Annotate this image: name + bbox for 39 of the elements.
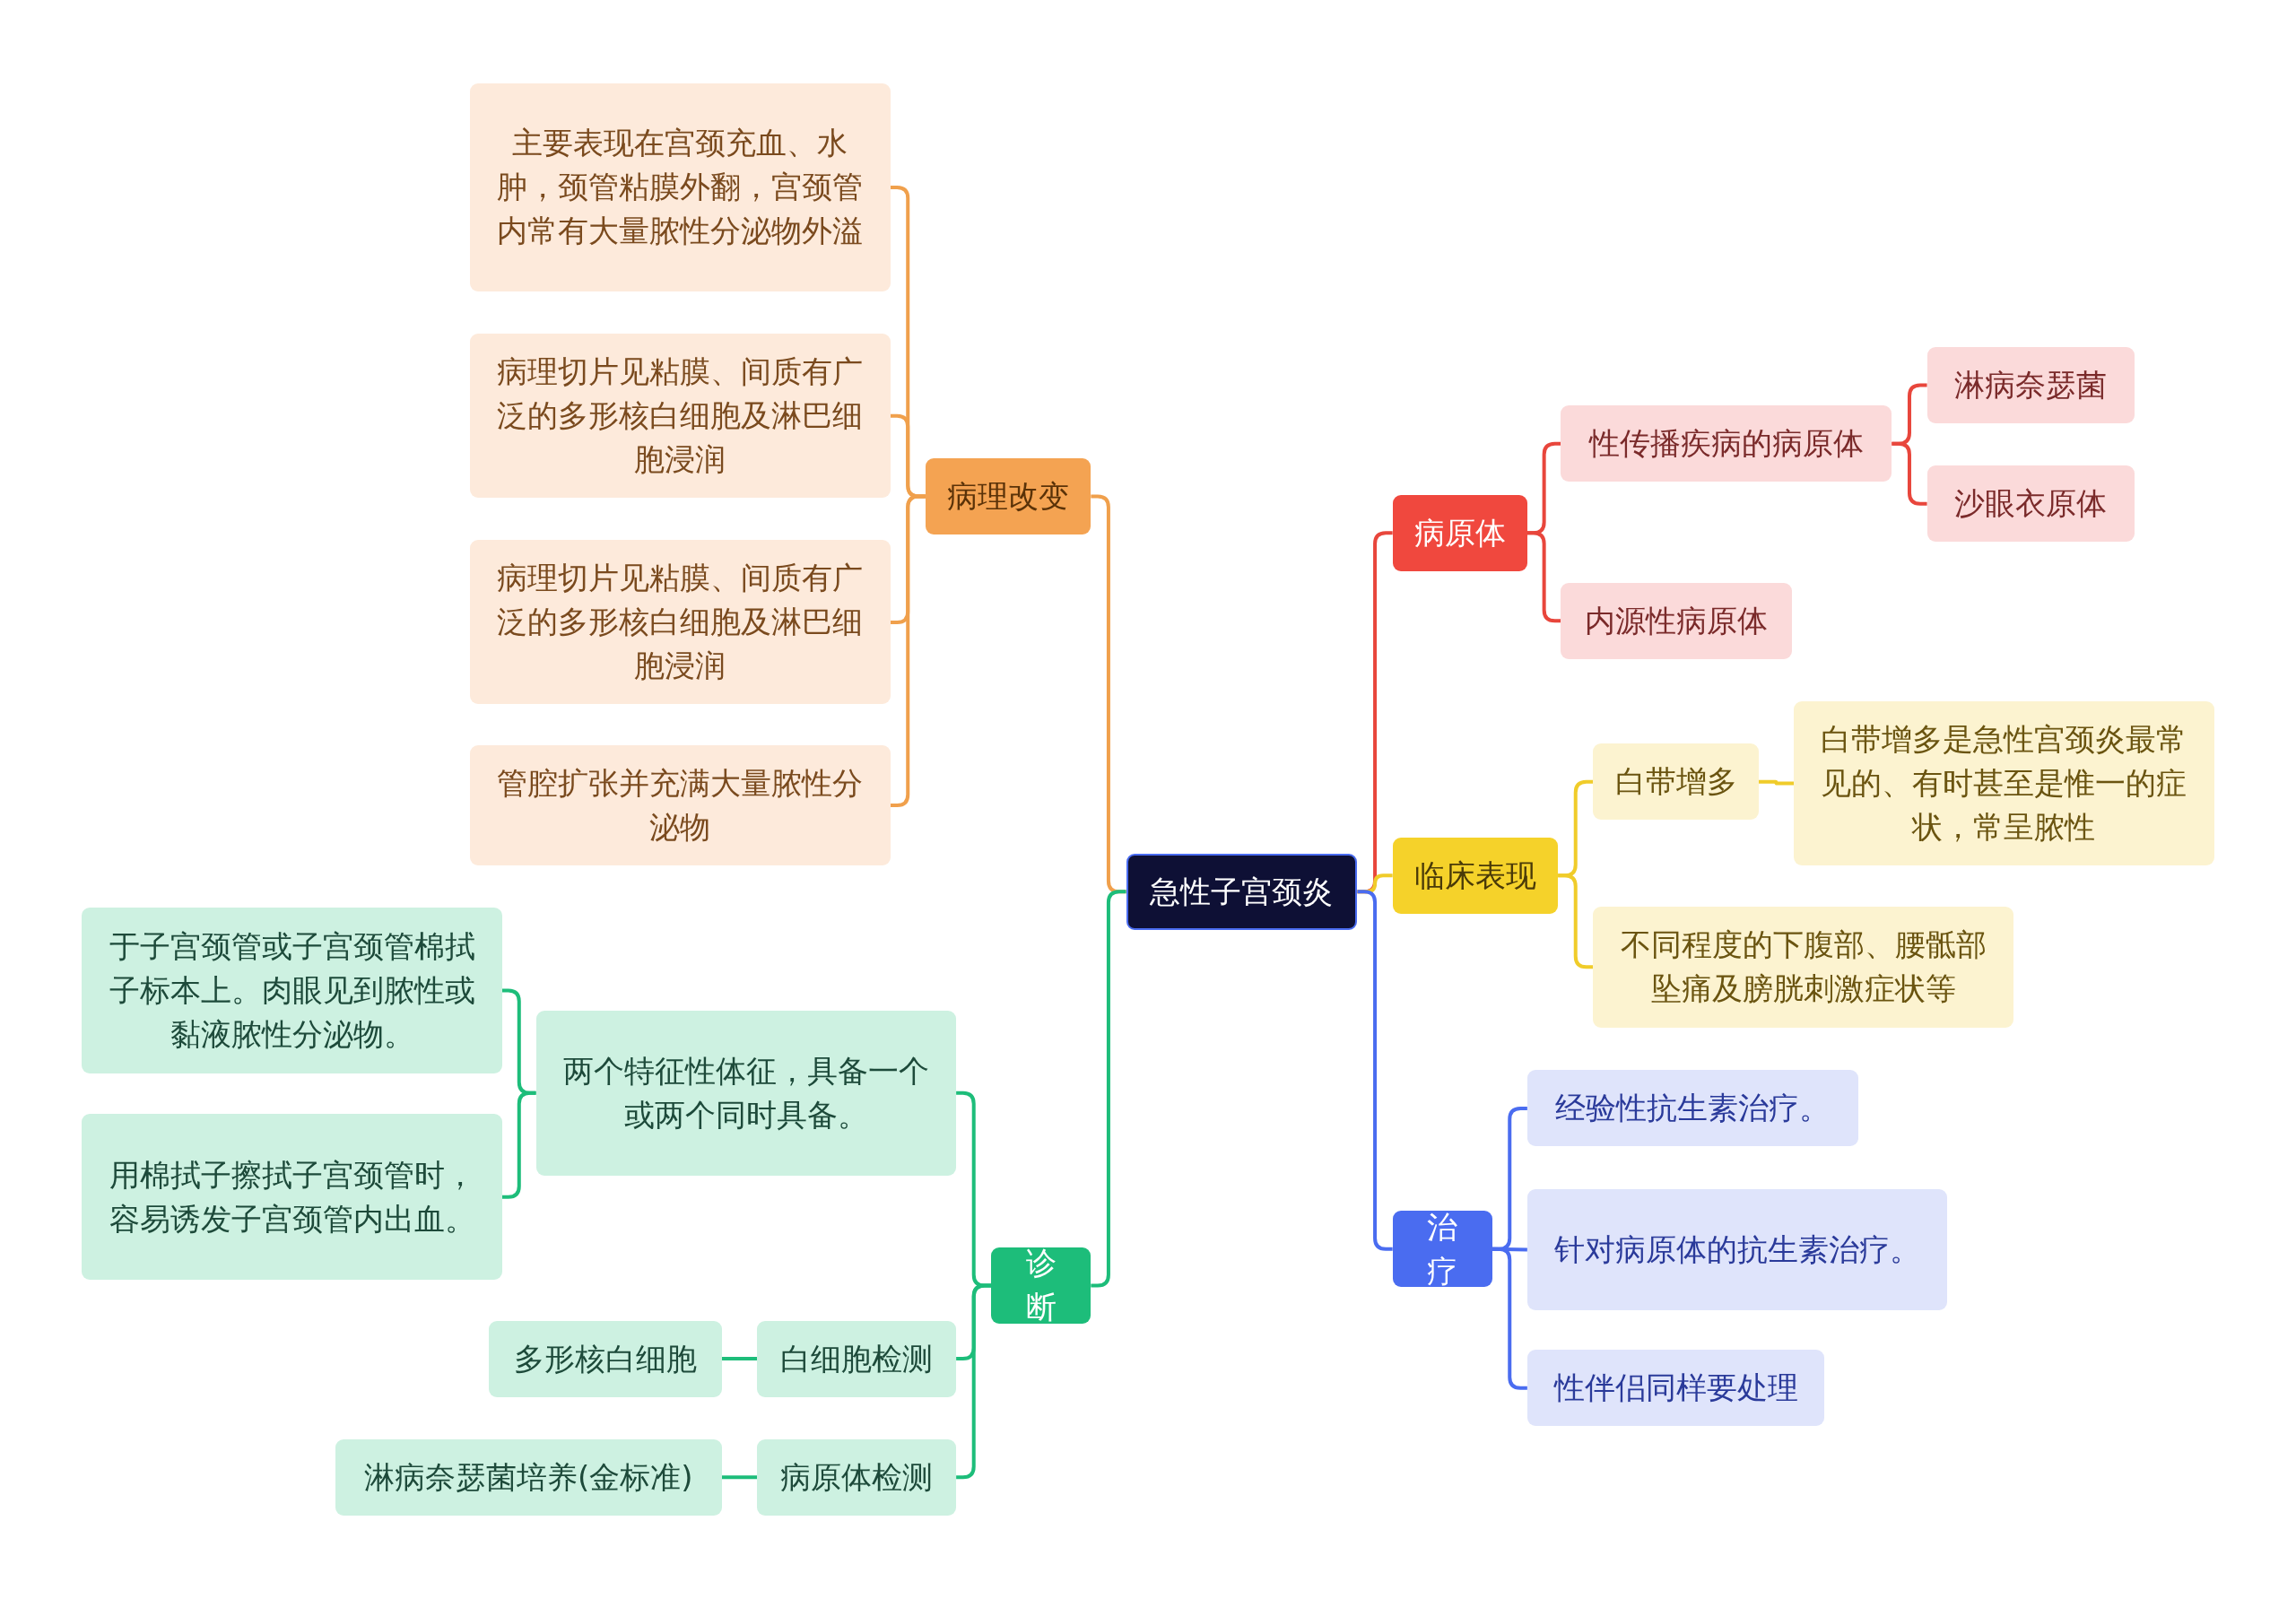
branch-topic-box: 病理改变 bbox=[925, 458, 1091, 534]
connector bbox=[1892, 441, 1927, 506]
subtopic-box: 内源性病原体 bbox=[1561, 582, 1793, 659]
subtopic-box: 病理切片见粘膜、间质有广泛的多形核白细胞及淋巴细胞浸润 bbox=[470, 540, 891, 705]
connector bbox=[1758, 779, 1794, 786]
connector bbox=[1357, 890, 1393, 1251]
subtopic-box: 用棉拭子擦拭子宫颈管时，容易诱发子宫颈管内出血。 bbox=[82, 1114, 502, 1280]
subtopic-box: 白细胞检测 bbox=[757, 1320, 957, 1397]
subtopic-box: 白带增多是急性宫颈炎最常见的、有时甚至是惟一的症状，常呈脓性 bbox=[1794, 701, 2214, 865]
connector bbox=[502, 1091, 536, 1199]
branch-topic-box: 临床表现 bbox=[1392, 837, 1559, 914]
subtopic-box: 淋病奈瑟菌 bbox=[1926, 346, 2135, 423]
branch-topic-box: 诊断 bbox=[991, 1247, 1091, 1324]
connector bbox=[1091, 890, 1126, 1288]
subtopic-box: 性伴侣同样要处理 bbox=[1526, 1350, 1825, 1427]
connector bbox=[890, 494, 926, 807]
connector bbox=[1558, 873, 1594, 969]
subtopic-box: 病原体检测 bbox=[757, 1438, 957, 1516]
subtopic-box: 经验性抗生素治疗。 bbox=[1526, 1070, 1858, 1147]
subtopic-box: 主要表现在宫颈充血、水肿，颈管粘膜外翻，宫颈管内常有大量脓性分泌物外溢 bbox=[470, 83, 891, 291]
subtopic-box: 两个特征性体征，具备一个或两个同时具备。 bbox=[535, 1010, 957, 1176]
subtopic-box: 多形核白细胞 bbox=[489, 1320, 722, 1397]
connector bbox=[1526, 531, 1561, 623]
subtopic-box: 管腔扩张并充满大量脓性分泌物 bbox=[470, 745, 891, 865]
subtopic-box: 病理切片见粘膜、间质有广泛的多形核白细胞及淋巴细胞浸润 bbox=[470, 334, 891, 499]
branch-topic-box: 治疗 bbox=[1392, 1211, 1492, 1288]
subtopic-box: 不同程度的下腹部、腰骶部坠痛及膀胱刺激症状等 bbox=[1593, 906, 2013, 1029]
central-topic-box: 急性子宫颈炎 bbox=[1126, 853, 1358, 930]
subtopic-box: 性传播疾病的病原体 bbox=[1561, 405, 1892, 482]
branch-topic-box: 病原体 bbox=[1392, 494, 1527, 571]
subtopic-box: 针对病原体的抗生素治疗。 bbox=[1526, 1188, 1948, 1311]
subtopic-box: 于子宫颈管或子宫颈管棉拭子标本上。肉眼见到脓性或黏液脓性分泌物。 bbox=[82, 908, 502, 1073]
connector bbox=[721, 1475, 758, 1480]
subtopic-box: 白带增多 bbox=[1593, 743, 1759, 821]
subtopic-box: 淋病奈瑟菌培养(金标准) bbox=[335, 1438, 722, 1516]
subtopic-box: 沙眼衣原体 bbox=[1926, 465, 2135, 543]
connector bbox=[1492, 1247, 1527, 1390]
connector bbox=[956, 1283, 992, 1480]
connector bbox=[721, 1357, 758, 1361]
